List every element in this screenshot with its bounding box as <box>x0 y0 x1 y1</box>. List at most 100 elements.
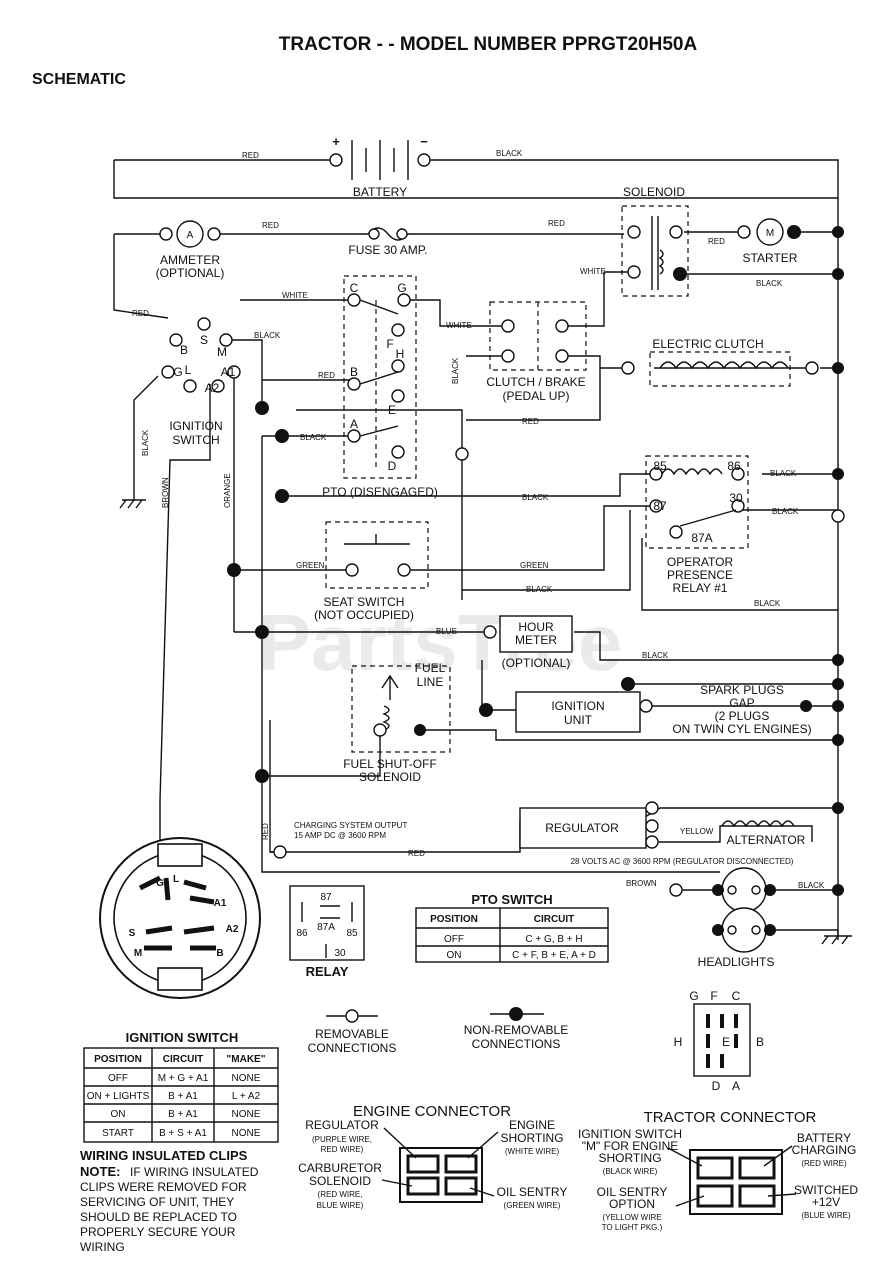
wire-label-black: BLACK <box>526 585 553 594</box>
eng-carb-4: BLUE WIRE) <box>317 1201 364 1210</box>
eng-carb-2: SOLENOID <box>309 1174 371 1188</box>
charging-output-label-2: 15 AMP DC @ 3600 RPM <box>294 831 386 840</box>
spark-plugs-label-2: GAP <box>729 696 754 710</box>
trac-bat-3: (RED WIRE) <box>801 1159 847 1168</box>
relay-pin-87: 87 <box>320 892 332 903</box>
ign-row-off-make: NONE <box>232 1073 261 1084</box>
wiring-clips-note: WIRING INSULATED CLIPS NOTE: IF WIRING I… <box>80 1148 259 1254</box>
wire-label-black: BLACK <box>756 279 783 288</box>
clutch-brake-label-2: (PEDAL UP) <box>503 389 570 403</box>
pto-table-row-on-position: ON <box>447 950 462 961</box>
eng-oil-2: (GREEN WIRE) <box>504 1201 561 1210</box>
pto-table-row-on-circuit: C + F, B + E, A + D <box>512 950 596 961</box>
pto-terminal-h: H <box>396 347 405 361</box>
pto-table-row-off-position: OFF <box>444 934 464 945</box>
wire-color-labels: RED BLACK RED RED RED BLACK WHITE WHITE … <box>132 149 825 890</box>
wire-label-white: WHITE <box>282 291 308 300</box>
terminal-a1: A1 <box>221 365 236 379</box>
section-title: SCHEMATIC <box>32 71 126 88</box>
ignition-switch-label-2: SWITCH <box>172 433 219 447</box>
eng-carb-1: CARBURETOR <box>298 1161 382 1175</box>
ammeter: A AMMETER (OPTIONAL) <box>156 220 224 280</box>
seat-switch-label-1: SEAT SWITCH <box>324 595 405 609</box>
fuel-solenoid-label-1: FUEL SHUT-OFF <box>343 757 437 771</box>
trac-sw-2: +12V <box>812 1195 840 1209</box>
terminal-b: B <box>180 343 188 357</box>
wiring-note-line-3: SERVICING OF UNIT, THEY <box>80 1195 234 1209</box>
pto-terminal-f: F <box>386 337 393 351</box>
fuel-line-label-2: LINE <box>417 675 444 689</box>
ign-table-header-circuit: CIRCUIT <box>163 1054 204 1065</box>
legend-non-removable-1: NON-REMOVABLE <box>464 1023 568 1037</box>
trac-bat-1: BATTERY <box>797 1131 851 1145</box>
ign-row-start-circuit: B + S + A1 <box>159 1128 207 1139</box>
wire-label-blue: BLUE <box>436 627 457 636</box>
solenoid-label: SOLENOID <box>623 185 685 199</box>
tractor-connector-title: TRACTOR CONNECTOR <box>644 1109 817 1126</box>
wire-label-red: RED <box>242 151 259 160</box>
trac-oil-1: OIL SENTRY <box>597 1185 668 1199</box>
pin-b: B <box>756 1035 764 1049</box>
ign-row-lights-make: L + A2 <box>232 1091 261 1102</box>
wiring-note-line-5: PROPERLY SECURE YOUR <box>80 1225 236 1239</box>
pto-terminal-e: E <box>388 403 396 417</box>
trac-sw-1: SWITCHED <box>794 1183 858 1197</box>
wire-label-black: BLACK <box>754 599 781 608</box>
ignition-switch-table: IGNITION SWITCH POSITION CIRCUIT "MAKE" … <box>83 1030 279 1143</box>
wire-label-black: BLACK <box>522 493 549 502</box>
pto-table-header-position: POSITION <box>430 914 478 925</box>
hour-meter-optional-label: (OPTIONAL) <box>502 656 571 670</box>
eng-shorting-1: ENGINE <box>509 1118 555 1132</box>
regulator-label: REGULATOR <box>545 821 619 835</box>
face-letter-s: S <box>129 928 136 939</box>
wire-label-green: GREEN <box>296 561 325 570</box>
ignition-switch-label-1: IGNITION <box>169 419 222 433</box>
trac-ign-4: (BLACK WIRE) <box>603 1167 658 1176</box>
relay-terminal-85: 85 <box>653 459 667 473</box>
pto-terminal-g: G <box>397 281 406 295</box>
terminal-m: M <box>217 345 227 359</box>
engine-connector-title: ENGINE CONNECTOR <box>353 1103 511 1120</box>
wire-label-red: RED <box>408 849 425 858</box>
wiring-note-line-1: IF WIRING INSULATED <box>130 1165 259 1179</box>
face-letter-g: G <box>156 878 164 889</box>
operator-relay-label-1: OPERATOR <box>667 555 734 569</box>
wire-label-red: RED <box>261 823 270 840</box>
pto-table-row-off-circuit: C + G, B + H <box>525 934 582 945</box>
wire-label-black: BLACK <box>300 433 327 442</box>
wiring-clips-title: WIRING INSULATED CLIPS <box>80 1148 248 1163</box>
ign-row-start-make: NONE <box>232 1128 261 1139</box>
headlights: HEADLIGHTS <box>669 867 844 969</box>
legend-non-removable-2: CONNECTIONS <box>472 1037 561 1051</box>
pin-c: C <box>732 989 741 1003</box>
wiring-note-label: NOTE: <box>80 1164 120 1179</box>
wiring-note-line-2: CLIPS WERE REMOVED FOR <box>80 1180 247 1194</box>
ign-row-on-make: NONE <box>232 1109 261 1120</box>
trac-oil-2: OPTION <box>609 1197 655 1211</box>
wiring-note-line-4: SHOULD BE REPLACED TO <box>80 1210 237 1224</box>
battery-label: BATTERY <box>353 185 407 199</box>
relay-diagram: 87 87A 86 85 30 RELAY <box>289 885 365 979</box>
wire-label-orange: ORANGE <box>223 473 232 508</box>
hour-meter-label-2: METER <box>515 633 557 647</box>
relay-label: RELAY <box>306 964 349 979</box>
spark-plugs-label-1: SPARK PLUGS <box>700 683 784 697</box>
face-letter-m: M <box>134 948 142 959</box>
wire-label-black: BLACK <box>254 331 281 340</box>
starter-label: STARTER <box>743 251 798 265</box>
starter: M STARTER <box>737 218 844 280</box>
eng-shorting-2: SHORTING <box>500 1131 563 1145</box>
ignition-unit-label-2: UNIT <box>564 713 593 727</box>
clutch-brake-label-1: CLUTCH / BRAKE <box>486 375 585 389</box>
terminal-l: L <box>185 363 192 377</box>
relay-pin-87a: 87A <box>317 922 335 933</box>
wire-label-yellow: YELLOW <box>680 827 714 836</box>
relay-terminal-87: 87 <box>653 499 667 513</box>
terminal-a2: A2 <box>205 381 220 395</box>
clutch-brake-switch: CLUTCH / BRAKE (PEDAL UP) <box>486 301 587 403</box>
alternator-note: 28 VOLTS AC @ 3600 RPM (REGULATOR DISCON… <box>571 857 794 866</box>
trac-ign-1: IGNITION SWITCH <box>578 1127 682 1141</box>
trac-bat-2: CHARGING <box>792 1143 857 1157</box>
fuel-solenoid-label-2: SOLENOID <box>359 770 421 784</box>
